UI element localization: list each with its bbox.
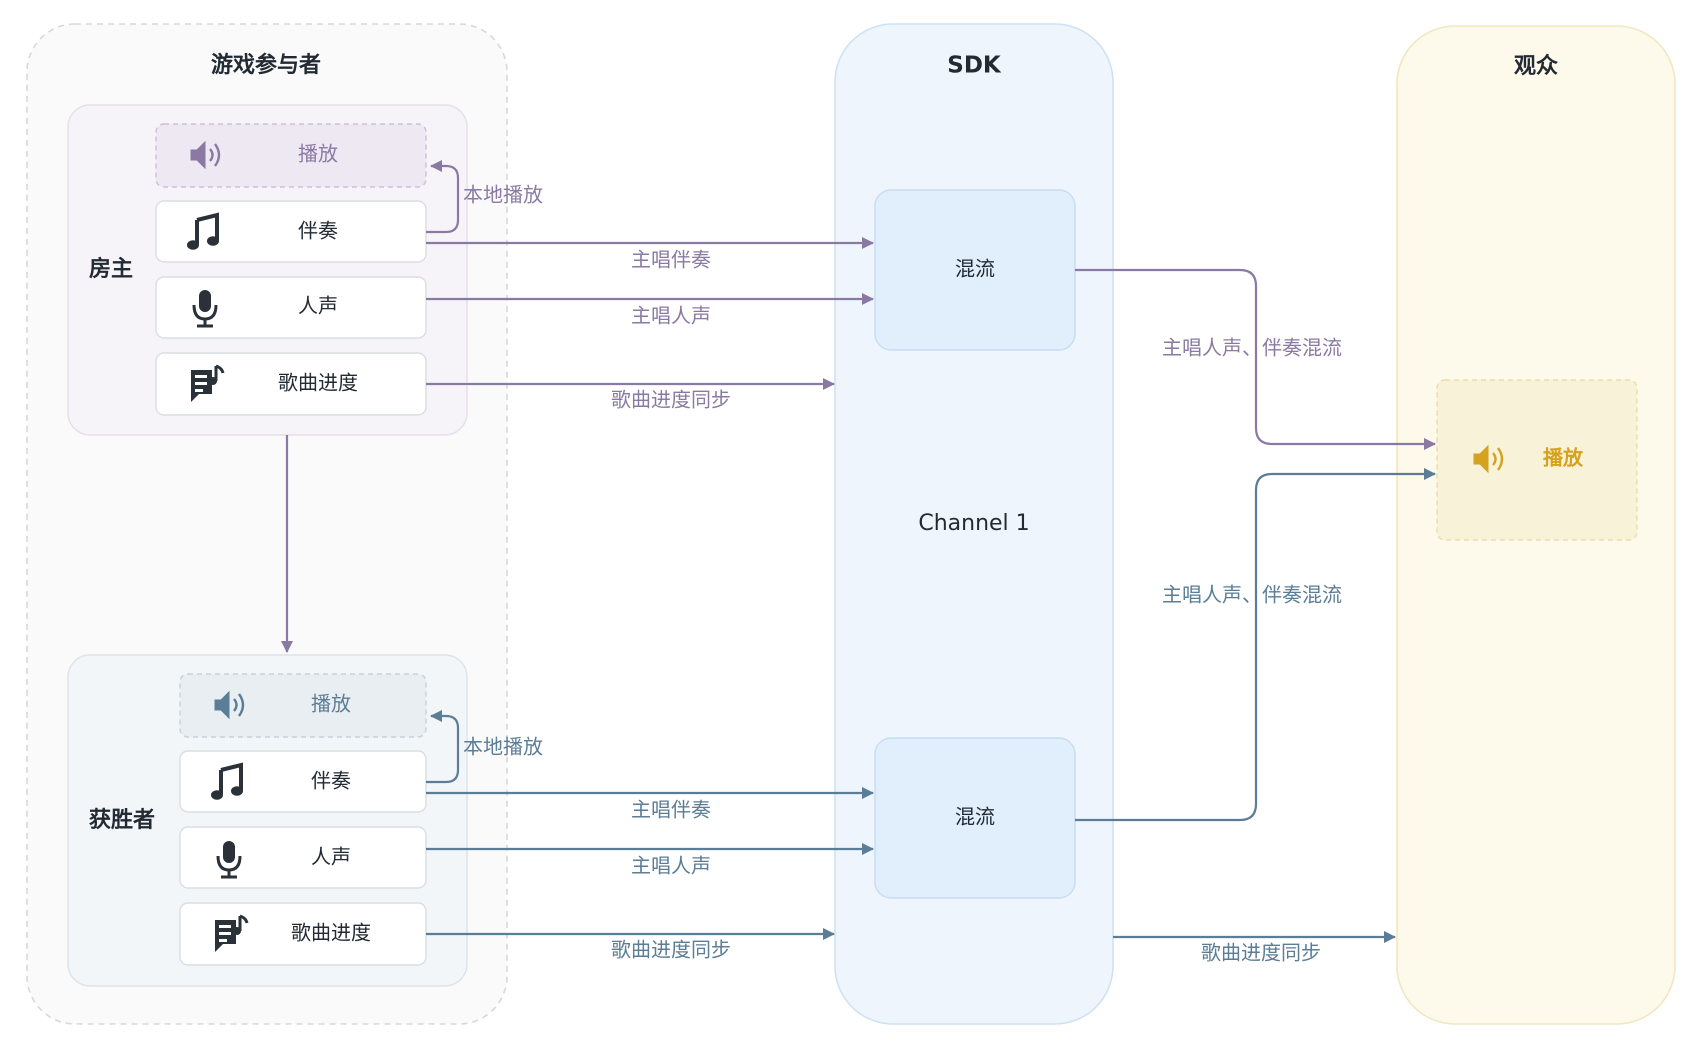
mix-bottom-to-audience-edge: [1075, 468, 1436, 822]
mix-bottom-to-audience-label: 主唱人声、伴奏混流: [1162, 583, 1342, 607]
participants-title: 游戏参与者: [211, 52, 321, 78]
host-vocal-label: 人声: [298, 294, 338, 318]
host-progress-edge-label: 歌曲进度同步: [611, 388, 731, 412]
winner-vocal-edge-label: 主唱人声: [631, 854, 711, 878]
host-play-node: [155, 123, 427, 188]
winner-accompaniment-node: [179, 750, 427, 813]
winner-accompaniment-edge-label: 主唱伴奏: [631, 798, 711, 822]
audience-title: 观众: [1514, 54, 1558, 79]
sdk-title: SDK: [947, 53, 1002, 79]
winner-vocal-label: 人声: [311, 845, 351, 869]
host-vocal-edge-label: 主唱人声: [631, 304, 711, 328]
channel-label: Channel 1: [918, 511, 1029, 536]
winner-play-node: [179, 673, 427, 738]
winner-play-label: 播放: [311, 692, 351, 716]
mixer-bottom: [874, 737, 1076, 899]
audience-play-node: [1436, 379, 1638, 541]
host-local-play-label: 本地播放: [463, 183, 543, 207]
winner-label: 获胜者: [89, 808, 155, 833]
winner-local-play-edge: [426, 710, 460, 784]
audience-play-label: 播放: [1543, 446, 1584, 470]
host-progress-label: 歌曲进度: [278, 371, 358, 395]
host-play-label: 播放: [298, 142, 338, 166]
winner-local-play-label: 本地播放: [463, 735, 543, 759]
winner-accompaniment-label: 伴奏: [311, 769, 351, 793]
mixer-top-label: 混流: [955, 257, 995, 281]
mixer-bottom-label: 混流: [955, 805, 995, 829]
winner-progress-label: 歌曲进度: [291, 921, 371, 945]
host-accompaniment-label: 伴奏: [298, 219, 338, 243]
mix-top-to-audience-edge: [1075, 268, 1436, 450]
winner-vocal-node: [179, 826, 427, 889]
host-accompaniment-edge-label: 主唱伴奏: [631, 248, 711, 272]
host-vocal-node: [155, 276, 427, 339]
host-label: 房主: [89, 256, 133, 282]
sdk-progress-to-audience-label: 歌曲进度同步: [1201, 941, 1321, 965]
host-local-play-edge: [426, 160, 460, 234]
winner-progress-edge-label: 歌曲进度同步: [611, 938, 731, 962]
mix-top-to-audience-label: 主唱人声、伴奏混流: [1162, 336, 1342, 360]
